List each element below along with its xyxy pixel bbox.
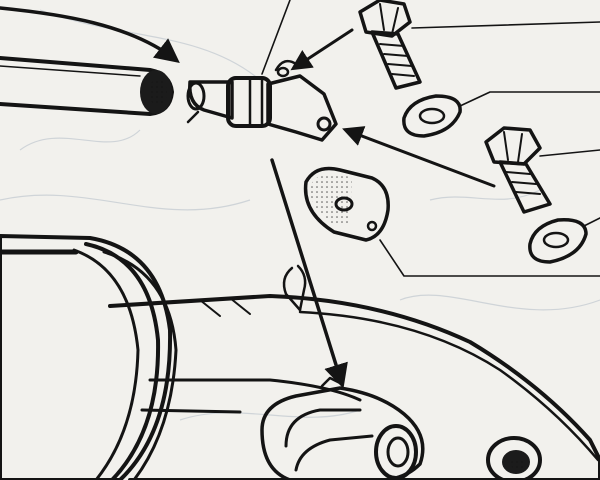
round-bushing — [486, 436, 542, 480]
arrow-bolt-to-fitting — [290, 28, 354, 71]
callout-line-upper-bolt — [411, 21, 600, 29]
callout-line-lower-washer — [583, 217, 600, 227]
arrow-to-hose — [0, 6, 180, 64]
split-pin — [282, 264, 307, 312]
arrow-bolt-to-union — [342, 126, 496, 188]
callout-line-fitting — [261, 0, 291, 75]
callout-line-upper-washer — [459, 91, 600, 107]
lower-sealing-washer — [528, 218, 588, 264]
gasket-plate — [303, 166, 390, 242]
banjo-union-fitting — [186, 59, 338, 142]
arm-body — [108, 294, 600, 480]
callout-line-lower-bolt — [539, 149, 600, 157]
brake-caliper-arm — [260, 376, 425, 480]
cylinder-housing — [0, 234, 178, 480]
upper-sealing-washer — [402, 94, 462, 138]
hose-pipe — [0, 56, 174, 116]
upper-hex-bolt — [358, 0, 422, 90]
arrow-down-to-caliper — [270, 158, 348, 389]
background-sketch — [0, 9, 600, 421]
callout-line-gasket — [379, 239, 600, 277]
lower-hex-bolt — [484, 126, 552, 214]
